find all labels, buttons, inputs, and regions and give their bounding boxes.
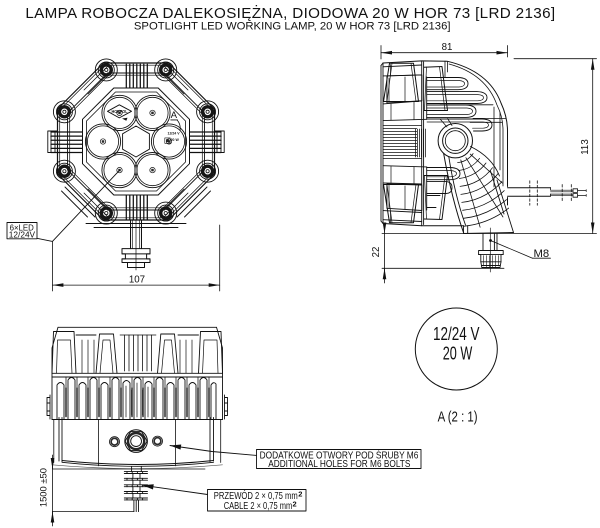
svg-text:12/24V: 12/24V — [9, 231, 36, 240]
svg-text:12/24 V: 12/24 V — [168, 132, 181, 136]
svg-text:DODATKOWE OTWORY POD ŚRUBY M6: DODATKOWE OTWORY POD ŚRUBY M6 — [260, 448, 419, 461]
svg-text:CABLE 2 × 0,75 mm: CABLE 2 × 0,75 mm — [224, 501, 293, 512]
svg-text:107: 107 — [129, 275, 145, 286]
svg-text:12/24 V: 12/24 V — [433, 324, 480, 344]
svg-text:6×LED: 6×LED — [10, 223, 34, 232]
svg-text:2: 2 — [293, 499, 297, 508]
svg-text:22: 22 — [371, 247, 382, 258]
svg-text:81: 81 — [442, 42, 453, 53]
svg-text:20 W: 20 W — [443, 344, 473, 364]
svg-text:PRZEWÓD 2 × 0,75 mm: PRZEWÓD 2 × 0,75 mm — [214, 489, 298, 502]
svg-text:A: A — [171, 110, 178, 121]
svg-text:HORPOL: HORPOL — [112, 109, 128, 114]
svg-text:ADDITIONAL HOLES FOR M6 BOLTS: ADDITIONAL HOLES FOR M6 BOLTS — [268, 459, 410, 470]
svg-text:113: 113 — [580, 139, 591, 154]
svg-text:1500 ±50: 1500 ±50 — [37, 468, 48, 507]
svg-text:20 W: 20 W — [171, 138, 180, 142]
svg-text:SPOTLIGHT LED WORKING LAMP, 20: SPOTLIGHT LED WORKING LAMP, 20 W HOR 73 … — [134, 20, 451, 32]
svg-text:LAMPA ROBOCZA DALEKOSIĘŻNA, DI: LAMPA ROBOCZA DALEKOSIĘŻNA, DIODOWA 20 W… — [25, 4, 555, 22]
svg-text:2: 2 — [298, 490, 302, 499]
svg-text:M8: M8 — [534, 248, 550, 260]
svg-text:A (2 : 1): A (2 : 1) — [438, 410, 478, 426]
